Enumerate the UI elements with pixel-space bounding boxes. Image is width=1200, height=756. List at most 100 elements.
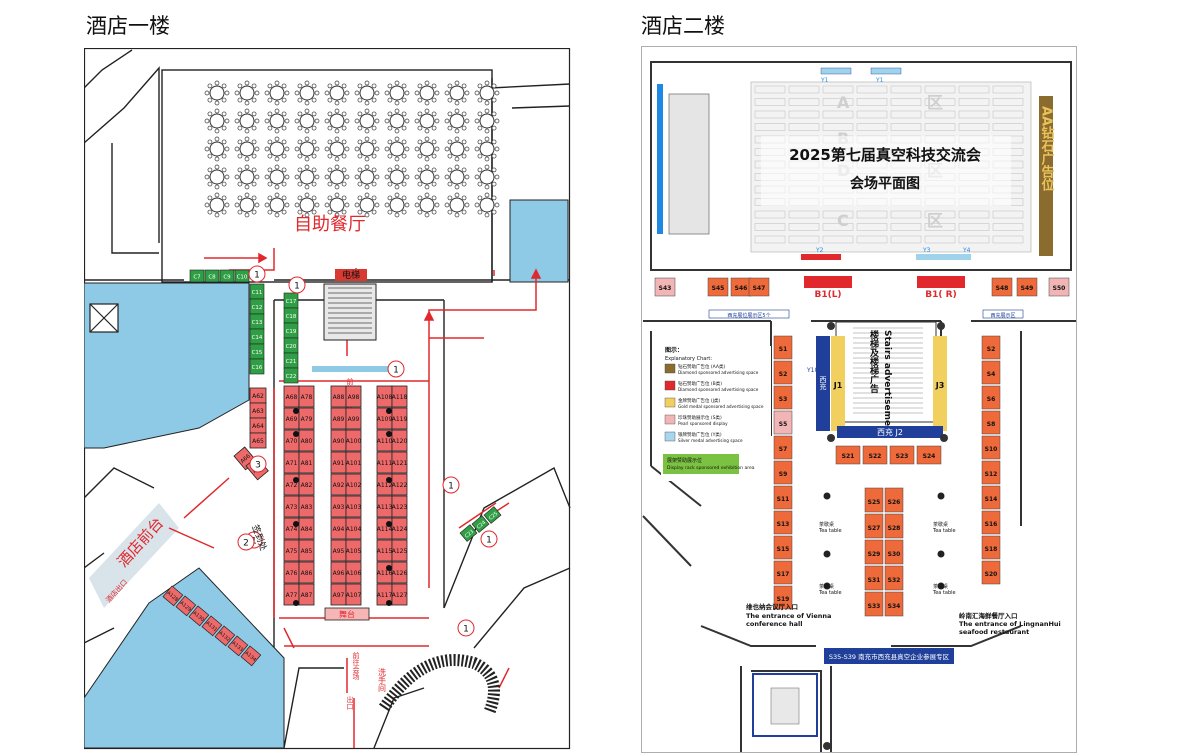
booth-s33[interactable]: S33 [864, 591, 884, 617]
booth-a81[interactable]: A81 [298, 451, 315, 474]
booth-s16[interactable]: S16 [981, 510, 1001, 535]
booth-s50[interactable]: S50 [1048, 277, 1070, 297]
booth-a82[interactable]: A82 [298, 473, 315, 496]
booth-c12[interactable]: C12 [249, 298, 265, 315]
booth-c15[interactable]: C15 [249, 343, 265, 360]
booth-s30[interactable]: S30 [884, 539, 904, 565]
booth-a127[interactable]: A127 [391, 583, 408, 606]
booth-s14[interactable]: S14 [981, 485, 1001, 510]
booth-s49[interactable]: S49 [1016, 277, 1038, 297]
booth-a111[interactable]: A111 [376, 451, 393, 474]
booth-s31[interactable]: S31 [864, 565, 884, 591]
booth-s34[interactable]: S34 [884, 591, 904, 617]
booth-s15[interactable]: S15 [773, 535, 793, 560]
booth-s2[interactable]: S2 [981, 335, 1001, 360]
booth-a106[interactable]: A106 [345, 561, 362, 584]
booth-s43[interactable]: S43 [654, 277, 676, 297]
booth-a117[interactable]: A117 [376, 583, 393, 606]
booth-a105[interactable]: A105 [345, 539, 362, 562]
booth-c24[interactable]: C24 [471, 515, 490, 533]
booth-a64[interactable]: A64 [249, 417, 267, 434]
booth-a107[interactable]: A107 [345, 583, 362, 606]
booth-s11[interactable]: S11 [773, 485, 793, 510]
booth-a68[interactable]: A68 [283, 385, 300, 408]
booth-a98[interactable]: A98 [345, 385, 362, 408]
booth-s24[interactable]: S24 [916, 445, 942, 465]
booth-a63[interactable]: A63 [249, 402, 267, 419]
booth-s20[interactable]: S20 [981, 560, 1001, 585]
booth-a115[interactable]: A115 [376, 539, 393, 562]
booth-a75[interactable]: A75 [283, 539, 300, 562]
booth-a88[interactable]: A88 [330, 385, 347, 408]
booth-a122[interactable]: A122 [391, 473, 408, 496]
booth-a92[interactable]: A92 [330, 473, 347, 496]
booth-s25[interactable]: S25 [864, 487, 884, 513]
booth-a85[interactable]: A85 [298, 539, 315, 562]
booth-s32[interactable]: S32 [884, 565, 904, 591]
booth-s29[interactable]: S29 [864, 539, 884, 565]
booth-a83[interactable]: A83 [298, 495, 315, 518]
booth-s6[interactable]: S6 [981, 385, 1001, 410]
booth-a76[interactable]: A76 [283, 561, 300, 584]
booth-s47[interactable]: S47 [748, 277, 770, 297]
booth-a130[interactable]: A130 [188, 605, 210, 627]
booth-a123[interactable]: A123 [391, 495, 408, 518]
booth-c7[interactable]: C7 [189, 269, 205, 283]
booth-a62[interactable]: A62 [249, 387, 267, 404]
booth-a89[interactable]: A89 [330, 407, 347, 430]
booth-s13[interactable]: S13 [773, 510, 793, 535]
booth-s5[interactable]: S5 [773, 410, 793, 435]
booth-s19[interactable]: S19 [773, 585, 793, 610]
booth-a99[interactable]: A99 [345, 407, 362, 430]
booth-a102[interactable]: A102 [345, 473, 362, 496]
booth-c16[interactable]: C16 [249, 358, 265, 375]
booth-a104[interactable]: A104 [345, 517, 362, 540]
booth-c9[interactable]: C9 [219, 269, 235, 283]
booth-s48[interactable]: S48 [991, 277, 1013, 297]
booth-c11[interactable]: C11 [249, 283, 265, 300]
booth-a131[interactable]: A131 [201, 615, 223, 637]
booth-a87[interactable]: A87 [298, 583, 315, 606]
booth-a120[interactable]: A120 [391, 429, 408, 452]
booth-a118[interactable]: A118 [391, 385, 408, 408]
booth-c25[interactable]: C25 [483, 506, 502, 524]
booth-s8[interactable]: S8 [981, 410, 1001, 435]
booth-s45[interactable]: S45 [707, 277, 729, 297]
booth-c20[interactable]: C20 [283, 337, 299, 354]
booth-s23[interactable]: S23 [889, 445, 915, 465]
booth-s1[interactable]: S1 [773, 335, 793, 360]
booth-a121[interactable]: A121 [391, 451, 408, 474]
booth-a112[interactable]: A112 [376, 473, 393, 496]
booth-s10[interactable]: S10 [981, 435, 1001, 460]
booth-s2[interactable]: S2 [773, 360, 793, 385]
booth-c8[interactable]: C8 [204, 269, 220, 283]
booth-s18[interactable]: S18 [981, 535, 1001, 560]
booth-a91[interactable]: A91 [330, 451, 347, 474]
booth-s27[interactable]: S27 [864, 513, 884, 539]
booth-c14[interactable]: C14 [249, 328, 265, 345]
booth-a114[interactable]: A114 [376, 517, 393, 540]
booth-c19[interactable]: C19 [283, 322, 299, 339]
booth-a71[interactable]: A71 [283, 451, 300, 474]
booth-c17[interactable]: C17 [283, 292, 299, 309]
booth-c23[interactable]: C23 [459, 524, 478, 542]
booth-a73[interactable]: A73 [283, 495, 300, 518]
booth-s17[interactable]: S17 [773, 560, 793, 585]
booth-a93[interactable]: A93 [330, 495, 347, 518]
booth-c22[interactable]: C22 [283, 367, 299, 384]
booth-a94[interactable]: A94 [330, 517, 347, 540]
booth-a113[interactable]: A113 [376, 495, 393, 518]
booth-a108[interactable]: A108 [376, 385, 393, 408]
booth-s21[interactable]: S21 [835, 445, 861, 465]
booth-a129[interactable]: A129 [175, 595, 197, 617]
booth-s9[interactable]: S9 [773, 460, 793, 485]
booth-a119[interactable]: A119 [391, 407, 408, 430]
booth-a101[interactable]: A101 [345, 451, 362, 474]
booth-a126[interactable]: A126 [391, 561, 408, 584]
booth-a96[interactable]: A96 [330, 561, 347, 584]
booth-a116[interactable]: A116 [376, 561, 393, 584]
booth-a97[interactable]: A97 [330, 583, 347, 606]
booth-s26[interactable]: S26 [884, 487, 904, 513]
booth-a103[interactable]: A103 [345, 495, 362, 518]
booth-s22[interactable]: S22 [862, 445, 888, 465]
